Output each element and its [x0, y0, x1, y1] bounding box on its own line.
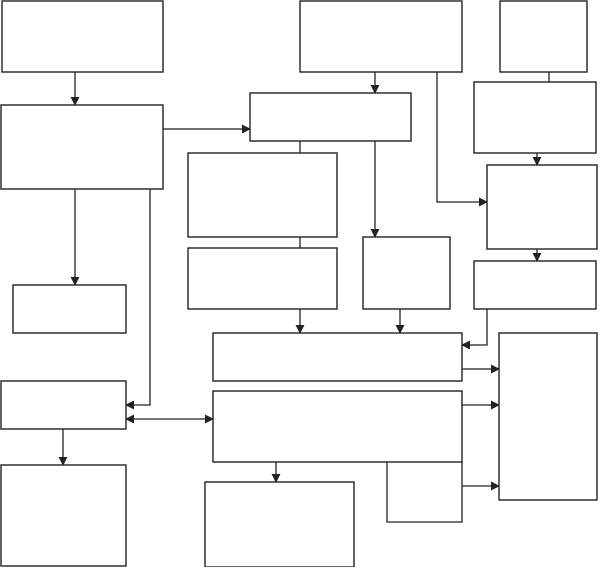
box-left-bottom-frame	[0, 464, 127, 567]
box-center-narrow-frame	[362, 236, 451, 310]
box-center-narrow	[362, 236, 451, 310]
box-bottom-center	[204, 481, 355, 567]
box-center-header	[249, 92, 412, 142]
box-left-small-frame	[12, 284, 127, 334]
box-left-bottom	[0, 464, 127, 567]
box-center-block-a	[187, 152, 338, 238]
connector-right-lower-to-wide-upper	[461, 309, 488, 350]
box-top-right	[499, 0, 588, 73]
box-center-block-b	[187, 247, 338, 310]
box-right-upper	[473, 81, 597, 154]
box-top-middle	[299, 0, 463, 73]
box-center-header-frame	[249, 92, 412, 142]
box-center-block-b-frame	[187, 247, 338, 310]
box-bottom-center-frame	[204, 481, 355, 567]
connector-wide-lower-loop	[386, 462, 463, 523]
box-wide-upper-frame	[212, 332, 463, 382]
box-right-middle	[486, 164, 598, 250]
box-right-middle-frame	[486, 164, 598, 250]
box-right-lower-frame	[473, 260, 597, 310]
connector-top-middle-to-right-middle	[436, 69, 488, 207]
box-left-upper	[0, 104, 164, 190]
box-right-tall	[498, 332, 598, 501]
box-left-upper-frame	[0, 104, 164, 190]
box-wide-lower-frame	[212, 390, 463, 463]
box-center-block-a-frame	[187, 152, 338, 238]
box-top-middle-frame	[299, 0, 463, 73]
box-wide-lower	[212, 390, 463, 463]
connector-left-upper-to-left-middle	[125, 189, 151, 410]
connectors-layer	[58, 69, 550, 523]
box-right-lower	[473, 260, 597, 310]
box-top-right-frame	[499, 0, 588, 73]
box-right-tall-frame	[498, 332, 598, 501]
box-left-middle-frame	[0, 380, 127, 430]
box-right-upper-frame	[473, 81, 597, 154]
box-top-left	[1, 0, 164, 73]
box-left-small	[12, 284, 127, 334]
box-left-middle	[0, 380, 127, 430]
box-top-left-frame	[1, 0, 164, 73]
box-wide-upper	[212, 332, 463, 382]
